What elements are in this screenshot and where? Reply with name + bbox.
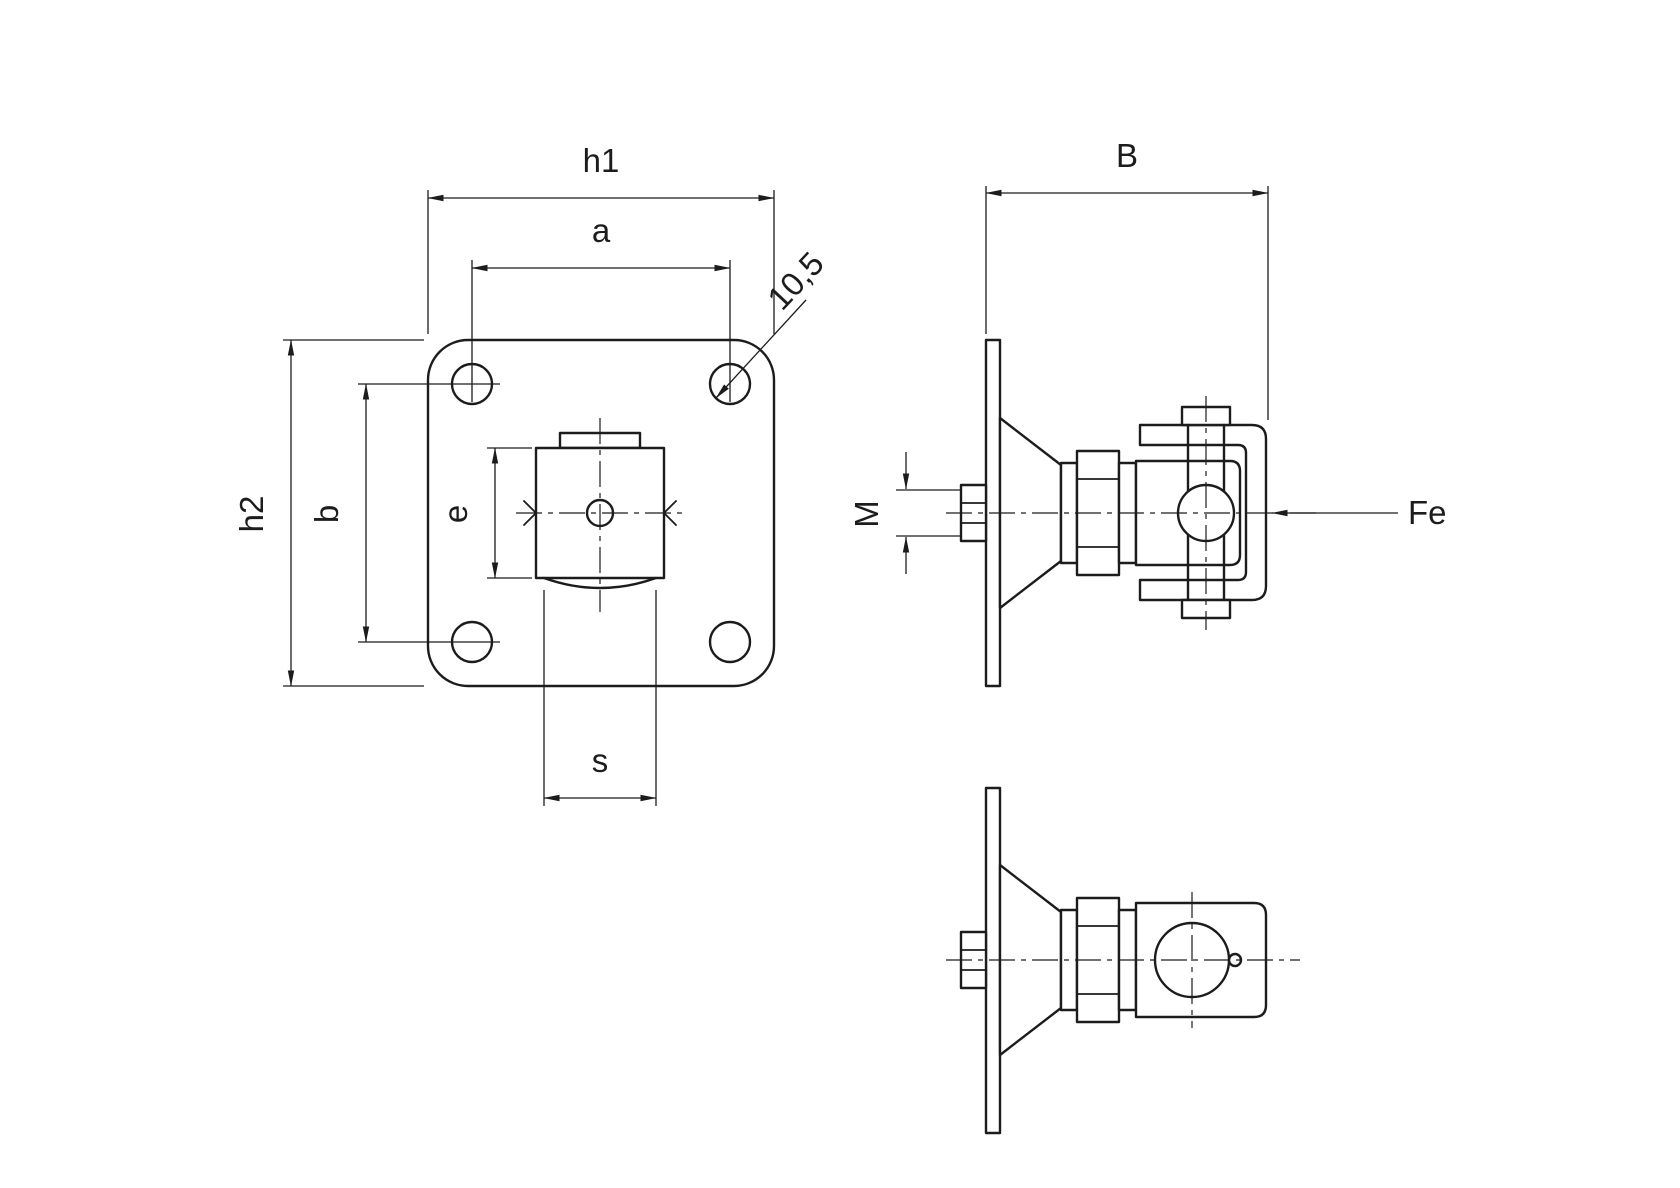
side-view	[946, 338, 1316, 688]
dim-s-extension-lines	[543, 590, 657, 806]
hex-nut-2-flats	[1076, 925, 1120, 995]
dim-label-e: e	[437, 505, 474, 523]
dim-b: b	[308, 383, 500, 643]
bolt-head-flats	[960, 502, 987, 524]
socket-bottom-arc	[542, 576, 658, 590]
front-view	[426, 338, 776, 688]
dim-h2: h2	[233, 339, 424, 687]
dim-label-s: s	[592, 742, 609, 779]
dim-a: a	[471, 212, 731, 402]
dim-label-h1: h1	[583, 142, 620, 179]
dim-label-B: B	[1116, 137, 1138, 174]
dim-h1-extension-lines	[427, 190, 775, 334]
dim-label-a: a	[592, 212, 611, 249]
bottom-side-view	[946, 786, 1300, 1135]
label-Fe: Fe	[1408, 494, 1447, 531]
dim-h1: h1	[427, 142, 775, 334]
u-bracket	[1138, 423, 1268, 602]
dim-B-extension-lines	[985, 186, 1269, 420]
hex-nut-flats	[1076, 478, 1120, 548]
dim-label-10-5: 10,5	[760, 245, 831, 317]
dim-M-extension-lines	[896, 489, 962, 537]
dim-s: s	[543, 590, 657, 806]
dim-a-extension-lines	[471, 260, 731, 402]
bolt-hole-bottom-right	[708, 620, 752, 664]
dim-label-M: M	[848, 500, 885, 528]
dim-label-b: b	[308, 505, 345, 523]
dim-B: B	[985, 137, 1269, 420]
dim-h2-extension-lines	[283, 339, 424, 687]
dim-label-h2: h2	[233, 496, 270, 533]
bolt-head-2-flats	[960, 949, 987, 971]
callout-Fe: Fe	[1271, 494, 1447, 531]
dim-e: e	[437, 447, 532, 579]
dim-M: M	[848, 452, 962, 574]
dim-b-extension-lines	[358, 383, 500, 643]
leader-line-10-5	[715, 299, 807, 399]
